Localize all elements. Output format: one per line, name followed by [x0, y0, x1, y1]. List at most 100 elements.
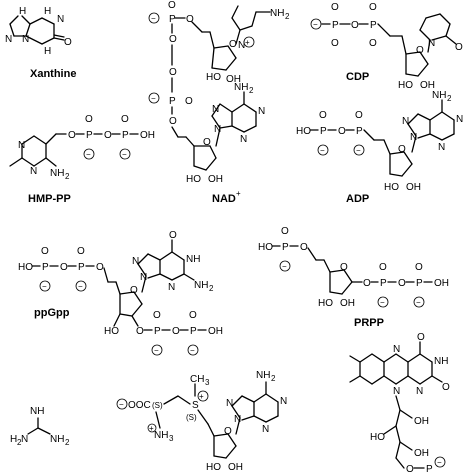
atom-label: NH — [234, 82, 248, 93]
molecule-name-superscript: + — [236, 189, 241, 198]
atom-label: O — [169, 230, 177, 241]
atom-label: O — [186, 14, 194, 25]
atom-label: P — [426, 464, 433, 474]
atom-label: H — [44, 46, 51, 57]
atom-label: OH — [208, 326, 223, 337]
atom-label: NH — [270, 8, 284, 19]
atom-label: NH — [186, 254, 200, 265]
atom-label: O — [169, 34, 177, 45]
atom-label: HO — [370, 432, 385, 443]
atom-label: HO — [384, 182, 399, 193]
atom-label: O — [355, 110, 363, 121]
atom-label: O — [68, 130, 76, 141]
charge-label: − — [42, 282, 47, 291]
charge-label: − — [380, 298, 385, 307]
atom-label: OH — [414, 448, 429, 459]
atom-label: P — [190, 326, 197, 337]
atom-label: N — [18, 140, 25, 151]
atom-label: N — [438, 142, 445, 153]
atom-label: N — [258, 106, 265, 117]
nad-structure: P O O O O − HO OH O N + NH 2 O — [148, 0, 290, 205]
atom-label: O — [189, 310, 197, 321]
atom-label: N — [240, 134, 247, 145]
atom-label: O — [340, 262, 348, 273]
atom-label: NH — [154, 430, 168, 441]
molecule-name: Xanthine — [30, 68, 76, 80]
atom-label: HO — [296, 126, 311, 137]
atom-label: P — [42, 262, 49, 273]
atom-label: NH — [434, 356, 448, 367]
atom-label: N — [140, 272, 147, 283]
atom-label: N — [428, 38, 435, 49]
atom-label: N — [212, 104, 219, 115]
atom-label: OH — [208, 174, 223, 185]
atom-label: NH — [50, 434, 64, 445]
charge-label: − — [437, 458, 442, 467]
atom-label: O — [172, 326, 180, 337]
atom-label: P — [370, 20, 377, 31]
atom-label: 2 — [447, 94, 452, 103]
charge-label: − — [122, 150, 127, 159]
fmn-structure: N N O NH O N OH HO OH O P − — [349, 332, 450, 474]
atom-label: O — [169, 116, 177, 127]
atom-label: O — [338, 126, 346, 137]
charge-label: − — [320, 146, 325, 155]
charge-label: + — [149, 424, 154, 433]
atom-label: P — [154, 326, 161, 337]
atom-label: H — [44, 6, 51, 17]
atom-label: OOC — [128, 400, 151, 411]
atom-label: HO — [318, 298, 333, 309]
atom-label: N — [456, 114, 463, 125]
xanthine-structure: H N N H N H O Xanthine — [5, 6, 76, 80]
atom-label: O — [96, 262, 104, 273]
atom-label: O — [281, 226, 289, 237]
charge-label: − — [86, 150, 91, 159]
atom-label: 3 — [169, 434, 174, 443]
atom-label: N — [416, 386, 423, 397]
atom-label: 2 — [249, 86, 254, 95]
atom-label: O — [185, 96, 193, 107]
charge-label: − — [282, 262, 287, 271]
atom-label: OH — [434, 278, 449, 289]
atom-label: CH — [190, 374, 204, 385]
charge-label: − — [154, 346, 159, 355]
atom-label: N — [262, 424, 269, 435]
atom-label: O — [398, 278, 406, 289]
atom-label: O — [363, 278, 371, 289]
atom-label: O — [331, 2, 339, 13]
atom-label: HO — [206, 462, 221, 473]
charge-label: − — [78, 282, 83, 291]
atom-label: O — [442, 382, 450, 393]
atom-label: N — [234, 414, 241, 425]
atom-label: O — [121, 114, 129, 125]
atom-label: OH — [226, 74, 241, 85]
atom-label: P — [282, 242, 289, 253]
atom-label: O — [203, 137, 211, 148]
atom-label: N — [393, 344, 400, 355]
atom-label: O — [136, 326, 144, 337]
atom-label: NH — [432, 90, 446, 101]
charge-label: − — [356, 146, 361, 155]
molecule-name: HMP-PP — [28, 193, 71, 205]
atom-label: O — [379, 262, 387, 273]
atom-label: NH — [30, 406, 44, 417]
atom-label: N — [132, 256, 139, 267]
atom-label: HO — [18, 262, 33, 273]
atom-label: 2 — [285, 12, 290, 21]
atom-label: N — [57, 14, 64, 25]
atom-label: N — [214, 124, 221, 135]
charge-label: − — [190, 346, 195, 355]
atom-label: N — [30, 166, 37, 177]
atom-label: NH — [256, 370, 270, 381]
sam-structure: − OOC (S) NH 3 + S + CH 3 (S) O HO OH N … — [116, 370, 287, 473]
atom-label: N — [280, 396, 287, 407]
atom-label: O — [153, 310, 161, 321]
stereo-label: (S) — [186, 413, 197, 422]
atom-label: P — [169, 14, 176, 25]
atom-label: P — [332, 20, 339, 31]
atom-label: N — [168, 282, 175, 293]
atom-label: O — [415, 262, 423, 273]
atom-label: O — [351, 20, 359, 31]
